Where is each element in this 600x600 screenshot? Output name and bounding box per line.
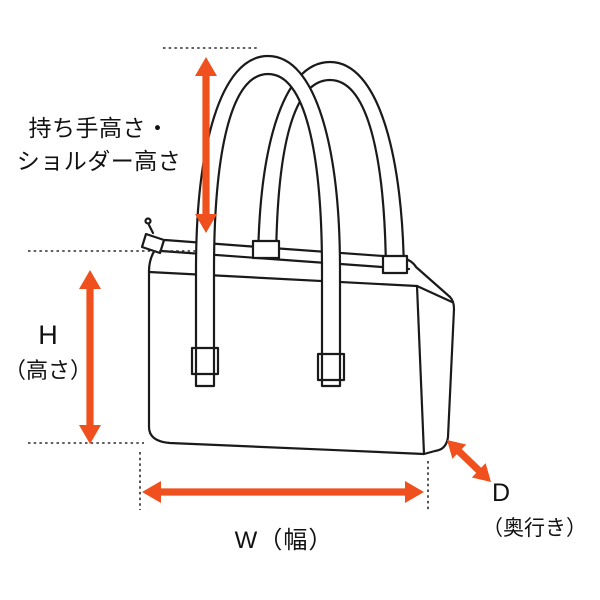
far-handle-tab-left — [251, 239, 281, 260]
width-text: W（幅） — [234, 527, 334, 554]
depth-arrow — [447, 440, 491, 482]
handle-height-line2: ショルダー高さ — [16, 147, 182, 174]
height-symbol: H — [38, 320, 58, 350]
height-name: （高さ） — [3, 358, 92, 384]
handle-height-label: 持ち手高さ・ ショルダー高さ — [8, 112, 190, 177]
height-label: H （高さ） — [0, 316, 96, 387]
bag-side-top-edge — [415, 284, 454, 304]
depth-name: （奥行き） — [482, 516, 587, 540]
handle-height-line1: 持ち手高さ・ — [28, 115, 170, 141]
zipper-pull — [140, 232, 166, 255]
width-label: W（幅） — [198, 520, 370, 555]
bag-front-top-edge — [147, 270, 419, 288]
zipper-pull-tab — [147, 223, 155, 235]
handle-height-arrow — [195, 57, 217, 233]
zipper-pull-ring — [144, 217, 152, 225]
bag-zipper-line — [159, 249, 411, 271]
depth-label: D （奥行き） — [482, 474, 600, 545]
height-arrow — [79, 270, 101, 444]
bag-body — [147, 238, 456, 456]
bag-side-separator — [415, 284, 426, 456]
width-arrow — [142, 481, 424, 503]
strap-stitch-left — [190, 346, 220, 376]
depth-symbol: D — [492, 479, 511, 507]
far-handle-tab-right — [381, 254, 409, 275]
strap-stitch-right — [316, 352, 346, 382]
